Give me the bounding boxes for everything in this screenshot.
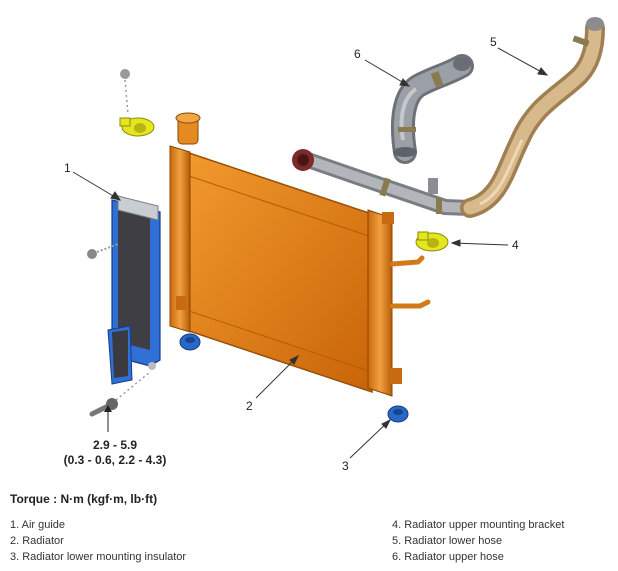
legend-item: 3. Radiator lower mounting insulator xyxy=(10,551,187,563)
legend-item: 1. Air guide xyxy=(10,519,66,531)
legend-left: 1. Air guide 2. Radiator 3. Radiator low… xyxy=(10,517,186,565)
radiator-lower-mounting-insulator-left xyxy=(179,333,201,351)
radiator-exploded-diagram: 1 2 3 4 5 6 xyxy=(64,17,605,473)
radiator-upper-mounting-bracket-right xyxy=(415,231,449,252)
callout-6: 6 xyxy=(354,47,361,61)
torque-bolt xyxy=(89,371,151,432)
leader-lines xyxy=(72,47,549,459)
radiator-lower-hose xyxy=(292,17,605,218)
legend-item: 5. Radiator lower hose xyxy=(392,535,503,547)
radiator-upper-mounting-bracket-left xyxy=(119,69,155,137)
callout-3: 3 xyxy=(342,459,349,473)
radiator-lower-mounting-insulator-right xyxy=(387,405,409,423)
torque-units-title: Torque : N·m (kgf·m, lb·ft) xyxy=(10,492,158,506)
legend-right: 4. Radiator upper mounting bracket 5. Ra… xyxy=(392,517,564,565)
radiator-upper-hose xyxy=(391,54,474,164)
callout-1: 1 xyxy=(64,161,71,175)
air-guide-bolt xyxy=(87,243,119,259)
radiator xyxy=(169,112,431,397)
legend-item: 4. Radiator upper mounting bracket xyxy=(392,519,565,531)
air-guide xyxy=(107,195,161,385)
callout-2: 2 xyxy=(246,399,253,413)
torque-spec-conversion: (0.3 - 0.6, 2.2 - 4.3) xyxy=(63,453,167,467)
legend-item: 2. Radiator xyxy=(10,535,64,547)
legend-item: 6. Radiator upper hose xyxy=(392,551,504,563)
torque-spec-value: 2.9 - 5.9 xyxy=(92,438,138,452)
torque-spec: 2.9 - 5.9 (0.3 - 0.6, 2.2 - 4.3) xyxy=(40,438,190,468)
callout-5: 5 xyxy=(490,35,497,49)
callout-4: 4 xyxy=(512,238,519,252)
